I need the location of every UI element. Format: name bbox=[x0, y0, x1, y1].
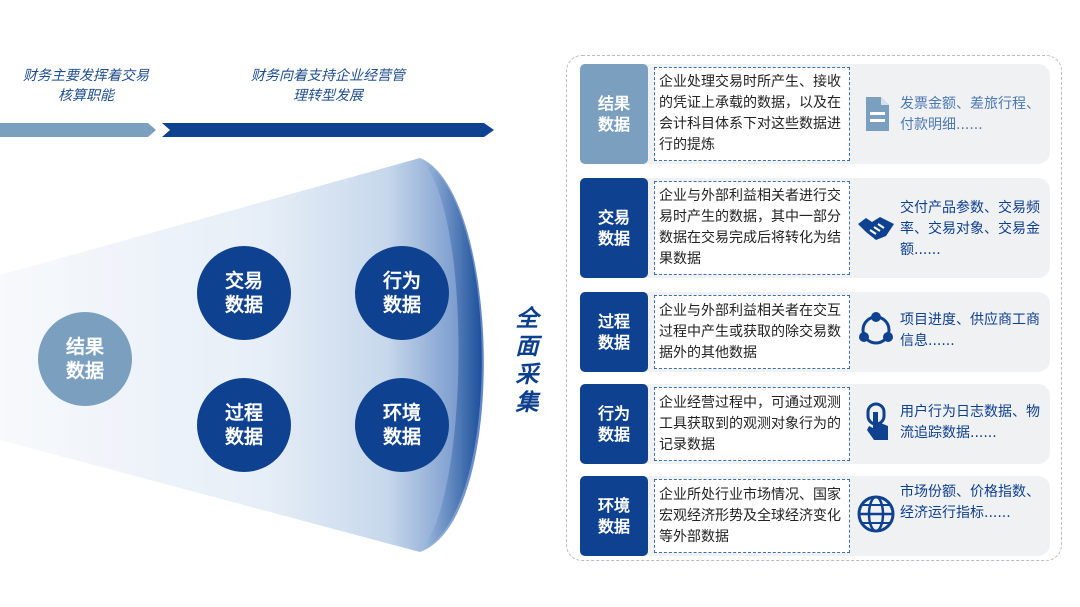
bubble-label: 交易数据 bbox=[224, 270, 263, 316]
row-label: 结果数据 bbox=[580, 64, 648, 164]
bubble-result-data: 结果数据 bbox=[38, 312, 132, 406]
row-label: 过程数据 bbox=[580, 292, 648, 372]
bubble-label: 结果数据 bbox=[65, 336, 104, 382]
bubble-environment-data: 环境数据 bbox=[355, 378, 449, 472]
bubble-label: 环境数据 bbox=[382, 402, 421, 448]
row-process-data: 过程数据 企业与外部利益相关者在交互过程中产生或获取的除交易数据外的其他数据 项… bbox=[580, 292, 1050, 372]
row-examples: 交付产品参数、交易频率、交易对象、交易金额...... bbox=[900, 200, 1040, 258]
row-label: 行为数据 bbox=[580, 384, 648, 464]
row-label: 环境数据 bbox=[580, 476, 648, 556]
handshake-icon bbox=[858, 217, 894, 240]
row-description: 企业所处行业市场情况、国家宏观经济形势及全球经济变化等外部数据 bbox=[654, 479, 850, 553]
network-icon bbox=[859, 312, 893, 345]
globe-icon bbox=[857, 495, 895, 533]
row-examples: 市场份额、价格指数、经济运行指标...... bbox=[900, 484, 1040, 521]
collect-all-label: 全面采集 bbox=[515, 306, 539, 416]
row-examples: 项目进度、供应商工商信息...... bbox=[900, 312, 1040, 349]
stage-label-management: 财务向着支持企业经营管理转型发展 bbox=[251, 68, 405, 104]
row-description: 企业处理交易时所产生、接收的凭证上承载的数据，以及在会计科目体系下对这些数据进行… bbox=[654, 67, 850, 161]
bubble-label: 过程数据 bbox=[224, 402, 263, 448]
row-behavior-data: 行为数据 企业经营过程中，可通过观测工具获取到的观测对象行为的记录数据 用户行为… bbox=[580, 384, 1050, 464]
bubble-behavior-data: 行为数据 bbox=[355, 246, 449, 340]
row-description: 企业与外部利益相关者进行交易时产生的数据，其中一部分数据在交易完成后将转化为结果… bbox=[654, 181, 850, 275]
document-icon bbox=[866, 97, 889, 131]
data-types-panel bbox=[566, 55, 1062, 561]
bubble-label: 行为数据 bbox=[382, 270, 421, 316]
funnel-shape bbox=[0, 158, 484, 552]
row-examples: 用户行为日志数据、物流追踪数据...... bbox=[900, 404, 1040, 441]
row-description: 企业经营过程中，可通过观测工具获取到的观测对象行为的记录数据 bbox=[654, 387, 850, 461]
row-transaction-data: 交易数据 企业与外部利益相关者进行交易时产生的数据，其中一部分数据在交易完成后将… bbox=[580, 178, 1050, 278]
row-result-data: 结果数据 企业处理交易时所产生、接收的凭证上承载的数据，以及在会计科目体系下对这… bbox=[580, 64, 1050, 164]
row-environment-data: 环境数据 企业所处行业市场情况、国家宏观经济形势及全球经济变化等外部数据 市场份… bbox=[580, 476, 1050, 556]
bubble-process-data: 过程数据 bbox=[197, 378, 291, 472]
row-label: 交易数据 bbox=[580, 178, 648, 278]
touch-icon bbox=[866, 402, 888, 440]
row-description: 企业与外部利益相关者在交互过程中产生或获取的除交易数据外的其他数据 bbox=[654, 295, 850, 369]
bubble-transaction-data: 交易数据 bbox=[197, 246, 291, 340]
row-examples: 发票金额、差旅行程、付款明细...... bbox=[900, 96, 1040, 133]
stage-label-accounting: 财务主要发挥着交易核算职能 bbox=[23, 68, 149, 104]
stage-arrows bbox=[0, 123, 494, 137]
